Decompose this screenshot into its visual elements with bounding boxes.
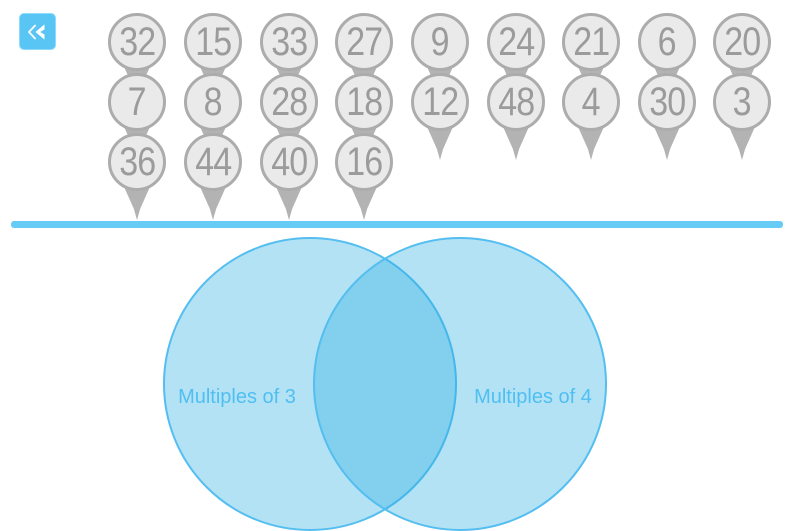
pin-circle: 30 [638, 73, 696, 131]
pin-circle: 7 [108, 73, 166, 131]
pin-circle: 48 [487, 73, 545, 131]
pin-circle: 28 [260, 73, 318, 131]
number-pin[interactable]: 44 [184, 133, 242, 220]
pin-number-label: 48 [497, 80, 535, 124]
double-chevron-left-icon [27, 23, 44, 40]
pin-number-label: 16 [345, 140, 383, 184]
pin-number-label: 40 [270, 140, 308, 184]
number-pin[interactable]: 15 [184, 13, 242, 100]
pin-circle: 40 [260, 133, 318, 191]
pin-number-label: 18 [345, 80, 383, 124]
pin-circle: 21 [562, 13, 620, 71]
pin-number-label: 9 [430, 20, 450, 64]
number-pin[interactable]: 48 [487, 73, 545, 160]
pin-circle: 6 [638, 13, 696, 71]
pin-number-label: 44 [194, 140, 232, 184]
number-pin[interactable]: 8 [184, 73, 242, 160]
number-pin[interactable]: 16 [335, 133, 393, 220]
number-pin[interactable]: 18 [335, 73, 393, 160]
pin-number-label: 4 [581, 80, 601, 124]
pin-number-label: 30 [648, 80, 686, 124]
pin-circle: 24 [487, 13, 545, 71]
venn-circle-multiples-of-4[interactable] [313, 237, 607, 531]
pin-circle: 33 [260, 13, 318, 71]
pin-number-label: 28 [270, 80, 308, 124]
number-pin[interactable]: 40 [260, 133, 318, 220]
pin-circle: 15 [184, 13, 242, 71]
pin-circle: 44 [184, 133, 242, 191]
number-pin[interactable]: 21 [562, 13, 620, 100]
pin-circle: 8 [184, 73, 242, 131]
ground-line [11, 221, 783, 228]
pin-circle: 4 [562, 73, 620, 131]
number-pin[interactable]: 36 [108, 133, 166, 220]
pin-number-label: 8 [203, 80, 223, 124]
pin-number-label: 20 [723, 20, 761, 64]
pin-number-label: 27 [345, 20, 383, 64]
number-pin[interactable]: 6 [638, 13, 696, 100]
pin-number-label: 3 [732, 80, 752, 124]
pin-circle: 12 [411, 73, 469, 131]
number-pin[interactable]: 24 [487, 13, 545, 100]
number-pin[interactable]: 27 [335, 13, 393, 100]
pin-number-label: 24 [497, 20, 535, 64]
pin-circle: 20 [713, 13, 771, 71]
number-pin[interactable]: 20 [713, 13, 771, 100]
number-pin[interactable]: 9 [411, 13, 469, 100]
pin-circle: 3 [713, 73, 771, 131]
number-pin[interactable]: 32 [108, 13, 166, 100]
number-pin[interactable]: 12 [411, 73, 469, 160]
pin-number-label: 32 [118, 20, 156, 64]
pin-number-label: 36 [118, 140, 156, 184]
number-pin[interactable]: 4 [562, 73, 620, 160]
number-pin[interactable]: 33 [260, 13, 318, 100]
pin-circle: 32 [108, 13, 166, 71]
pin-circle: 36 [108, 133, 166, 191]
pin-number-label: 7 [127, 80, 147, 124]
pin-circle: 9 [411, 13, 469, 71]
pin-number-label: 12 [421, 80, 459, 124]
pin-number-label: 21 [572, 20, 610, 64]
pin-number-label: 33 [270, 20, 308, 64]
pin-number-label: 15 [194, 20, 232, 64]
number-pin[interactable]: 3 [713, 73, 771, 160]
number-pin[interactable]: 7 [108, 73, 166, 160]
number-pin[interactable]: 28 [260, 73, 318, 160]
pins-layer: 32 7 36 15 8 44 33 28 40 27 18 16 9 12 24 48 21 4 6 30 20 3 [0, 0, 800, 240]
pin-number-label: 6 [657, 20, 677, 64]
pin-circle: 27 [335, 13, 393, 71]
back-button[interactable] [19, 13, 56, 50]
number-pin[interactable]: 30 [638, 73, 696, 160]
pin-circle: 18 [335, 73, 393, 131]
pin-circle: 16 [335, 133, 393, 191]
